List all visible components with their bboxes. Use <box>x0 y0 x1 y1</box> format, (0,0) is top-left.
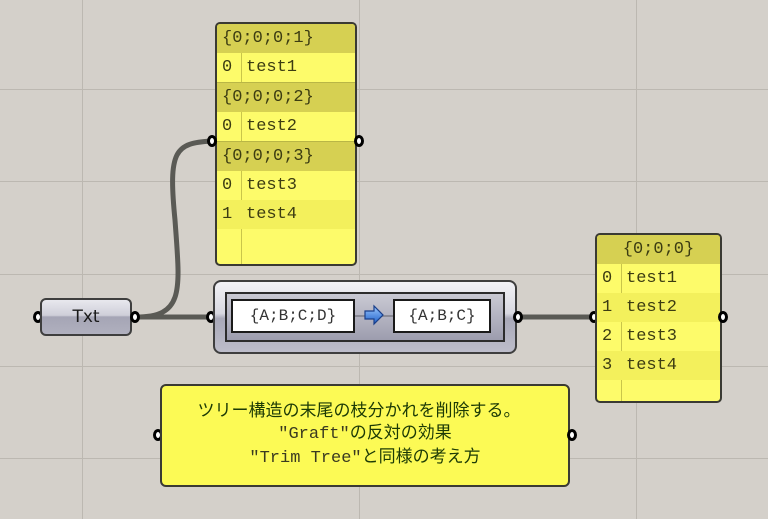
branch-path: {0;0;0;3} <box>222 147 314 166</box>
input-panel[interactable]: {0;0;0;1} 0 test1 {0;0;0;2} 0 test2 {0;0;0… <box>215 22 357 266</box>
grid-line-horizontal <box>0 274 768 275</box>
note-line-3: "Trim Tree"と同様の考え方 <box>162 446 568 470</box>
item-value: test1 <box>626 269 678 288</box>
shift-paths-inner: {A;B;C;D} {A;B;C} <box>225 292 505 342</box>
list-item: 1 test4 <box>217 200 355 229</box>
output-panel-output-port[interactable] <box>718 311 728 323</box>
note-output-port[interactable] <box>567 429 577 441</box>
list-item: 1 test2 <box>597 293 720 322</box>
note-graft-text: "Graft" <box>278 425 350 444</box>
branch-header: {0;0;0;1} <box>217 24 355 53</box>
item-index: 0 <box>222 117 233 136</box>
list-item: 0 test2 <box>217 112 355 141</box>
item-value: test2 <box>626 298 678 317</box>
input-panel-output-port[interactable] <box>354 135 364 147</box>
right-arrow-icon <box>364 304 384 326</box>
item-index: 2 <box>602 327 613 346</box>
item-value: test3 <box>246 176 298 195</box>
branch-header: {0;0;0;2} <box>217 82 355 112</box>
note-line-1: ツリー構造の末尾の枝分かれを削除する。 <box>197 401 521 421</box>
list-item: 0 test3 <box>217 171 355 200</box>
note-panel[interactable]: ツリー構造の末尾の枝分かれを削除する。 "Graft"の反対の効果 "Trim … <box>160 384 570 487</box>
item-value: test1 <box>246 58 298 77</box>
item-index: 3 <box>602 356 613 375</box>
item-value: test4 <box>626 356 678 375</box>
note-line-3-rest: と同様の考え方 <box>361 447 481 467</box>
branch-path: {0;0;0;2} <box>222 88 314 107</box>
item-value: test3 <box>626 327 678 346</box>
item-index: 1 <box>602 298 613 317</box>
txt-label: Txt <box>72 307 100 327</box>
item-value: test4 <box>246 205 298 224</box>
shift-output-port[interactable] <box>513 311 523 323</box>
grid-line-vertical <box>82 0 83 519</box>
txt-param-node[interactable]: Txt <box>40 298 132 336</box>
item-index: 0 <box>222 58 233 77</box>
item-index: 1 <box>222 205 233 224</box>
grid-line-vertical <box>359 0 360 519</box>
input-panel-input-port[interactable] <box>207 135 217 147</box>
note-line-2: "Graft"の反対の効果 <box>162 422 568 446</box>
branch-path: {0;0;0;1} <box>222 29 314 48</box>
shift-paths-node[interactable]: {A;B;C;D} {A;B;C} <box>213 280 517 354</box>
output-panel[interactable]: {0;0;0} 0 test1 1 test2 2 test3 3 test4 <box>595 233 722 403</box>
list-item: 0 test1 <box>597 264 720 293</box>
note-line-2-rest: の反対の効果 <box>349 423 452 443</box>
list-item: 2 test3 <box>597 322 720 351</box>
grid-line-horizontal <box>0 89 768 90</box>
item-value: test2 <box>246 117 298 136</box>
branch-header: {0;0;0;3} <box>217 141 355 171</box>
note-trim-tree-text: "Trim Tree" <box>249 449 362 468</box>
from-path-box: {A;B;C;D} <box>231 299 355 333</box>
grid-line-horizontal <box>0 181 768 182</box>
grid-line-horizontal <box>0 366 768 367</box>
branch-path: {0;0;0} <box>622 240 695 259</box>
item-index: 0 <box>222 176 233 195</box>
to-path-box: {A;B;C} <box>393 299 491 333</box>
branch-header: {0;0;0} <box>597 235 720 264</box>
wire-txt-to-panel[interactable] <box>135 138 213 320</box>
list-item: 0 test1 <box>217 53 355 82</box>
txt-output-port[interactable] <box>130 311 140 323</box>
item-index: 0 <box>602 269 613 288</box>
list-item: 3 test4 <box>597 351 720 380</box>
